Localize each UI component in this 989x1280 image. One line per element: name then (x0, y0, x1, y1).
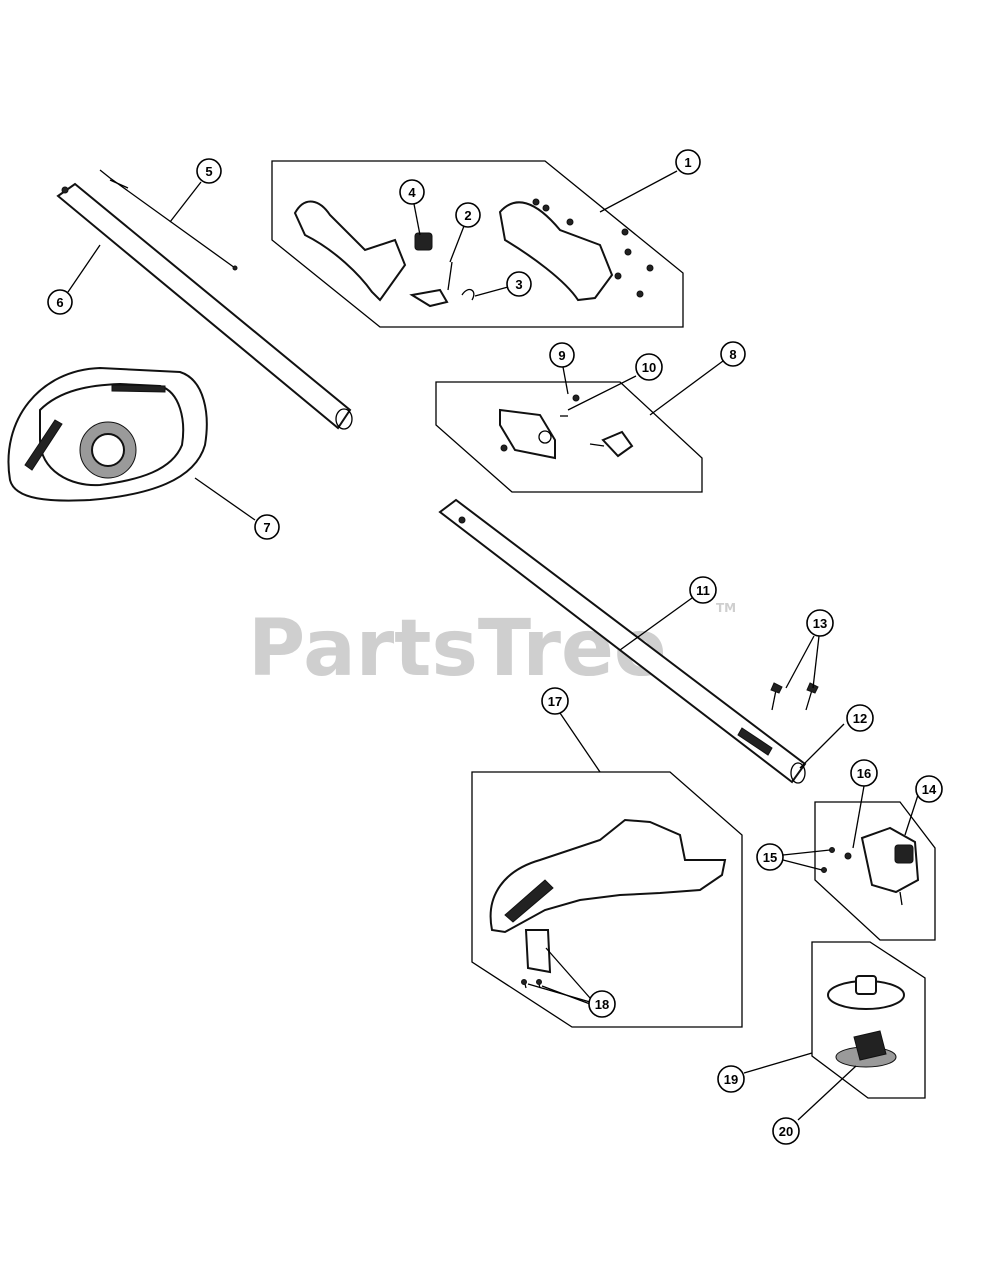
watermark-tm: TM (716, 601, 736, 615)
callout-19: 19 (717, 1065, 745, 1093)
svg-text:19: 19 (724, 1072, 738, 1087)
svg-text:9: 9 (558, 348, 565, 363)
callout-12: 12 (846, 704, 874, 732)
callout-4: 4 (399, 179, 425, 205)
callout-13: 13 (806, 609, 834, 637)
leader-lines (67, 170, 919, 1121)
callout-6: 6 (47, 289, 73, 315)
callout-14: 14 (915, 775, 943, 803)
callout-8: 8 (720, 341, 746, 367)
trimmer-head-parts (827, 975, 905, 1068)
gearbox-parts (821, 826, 920, 906)
throttle-cable (99, 169, 238, 271)
callout-5: 5 (196, 158, 222, 184)
svg-text:20: 20 (779, 1124, 793, 1139)
coupler-parts (499, 394, 634, 460)
svg-text:10: 10 (642, 360, 656, 375)
callout-16: 16 (850, 759, 878, 787)
engine-assembly (7, 366, 208, 502)
svg-text:3: 3 (515, 277, 522, 292)
svg-text:11: 11 (696, 583, 710, 598)
guard-group-outline (471, 771, 743, 1028)
svg-text:5: 5 (205, 164, 212, 179)
gearbox-group-outline (814, 801, 936, 941)
lower-shaft-tube (438, 498, 807, 784)
callout-15: 15 (756, 843, 784, 871)
callouts: 1 2 3 4 5 6 7 8 9 10 11 12 13 14 15 16 1… (47, 149, 943, 1145)
upper-shaft-tube (56, 182, 353, 430)
svg-text:15: 15 (763, 850, 777, 865)
callout-7: 7 (254, 514, 280, 540)
svg-text:14: 14 (922, 782, 937, 797)
callout-9: 9 (549, 342, 575, 368)
callout-20: 20 (772, 1117, 800, 1145)
coupler-group-outline (435, 381, 703, 493)
callout-11: 11 (689, 576, 717, 604)
guard-parts (489, 818, 727, 989)
upper-handle-parts (293, 198, 654, 308)
callout-3: 3 (506, 271, 532, 297)
callout-1: 1 (675, 149, 701, 175)
svg-text:13: 13 (813, 616, 827, 631)
svg-text:7: 7 (263, 520, 270, 535)
screws-13 (770, 682, 819, 711)
svg-text:2: 2 (464, 208, 471, 223)
svg-text:4: 4 (408, 185, 416, 200)
svg-text:17: 17 (548, 694, 562, 709)
svg-text:18: 18 (595, 997, 609, 1012)
svg-text:6: 6 (56, 295, 63, 310)
svg-text:16: 16 (857, 766, 871, 781)
svg-text:1: 1 (684, 155, 691, 170)
callout-18: 18 (588, 990, 616, 1018)
svg-text:12: 12 (853, 711, 867, 726)
handle-group-outline (271, 160, 684, 328)
callout-2: 2 (455, 202, 481, 228)
callout-10: 10 (635, 353, 663, 381)
svg-text:8: 8 (729, 347, 736, 362)
callout-17: 17 (541, 687, 569, 715)
trimmer-head-group-outline (811, 941, 926, 1099)
